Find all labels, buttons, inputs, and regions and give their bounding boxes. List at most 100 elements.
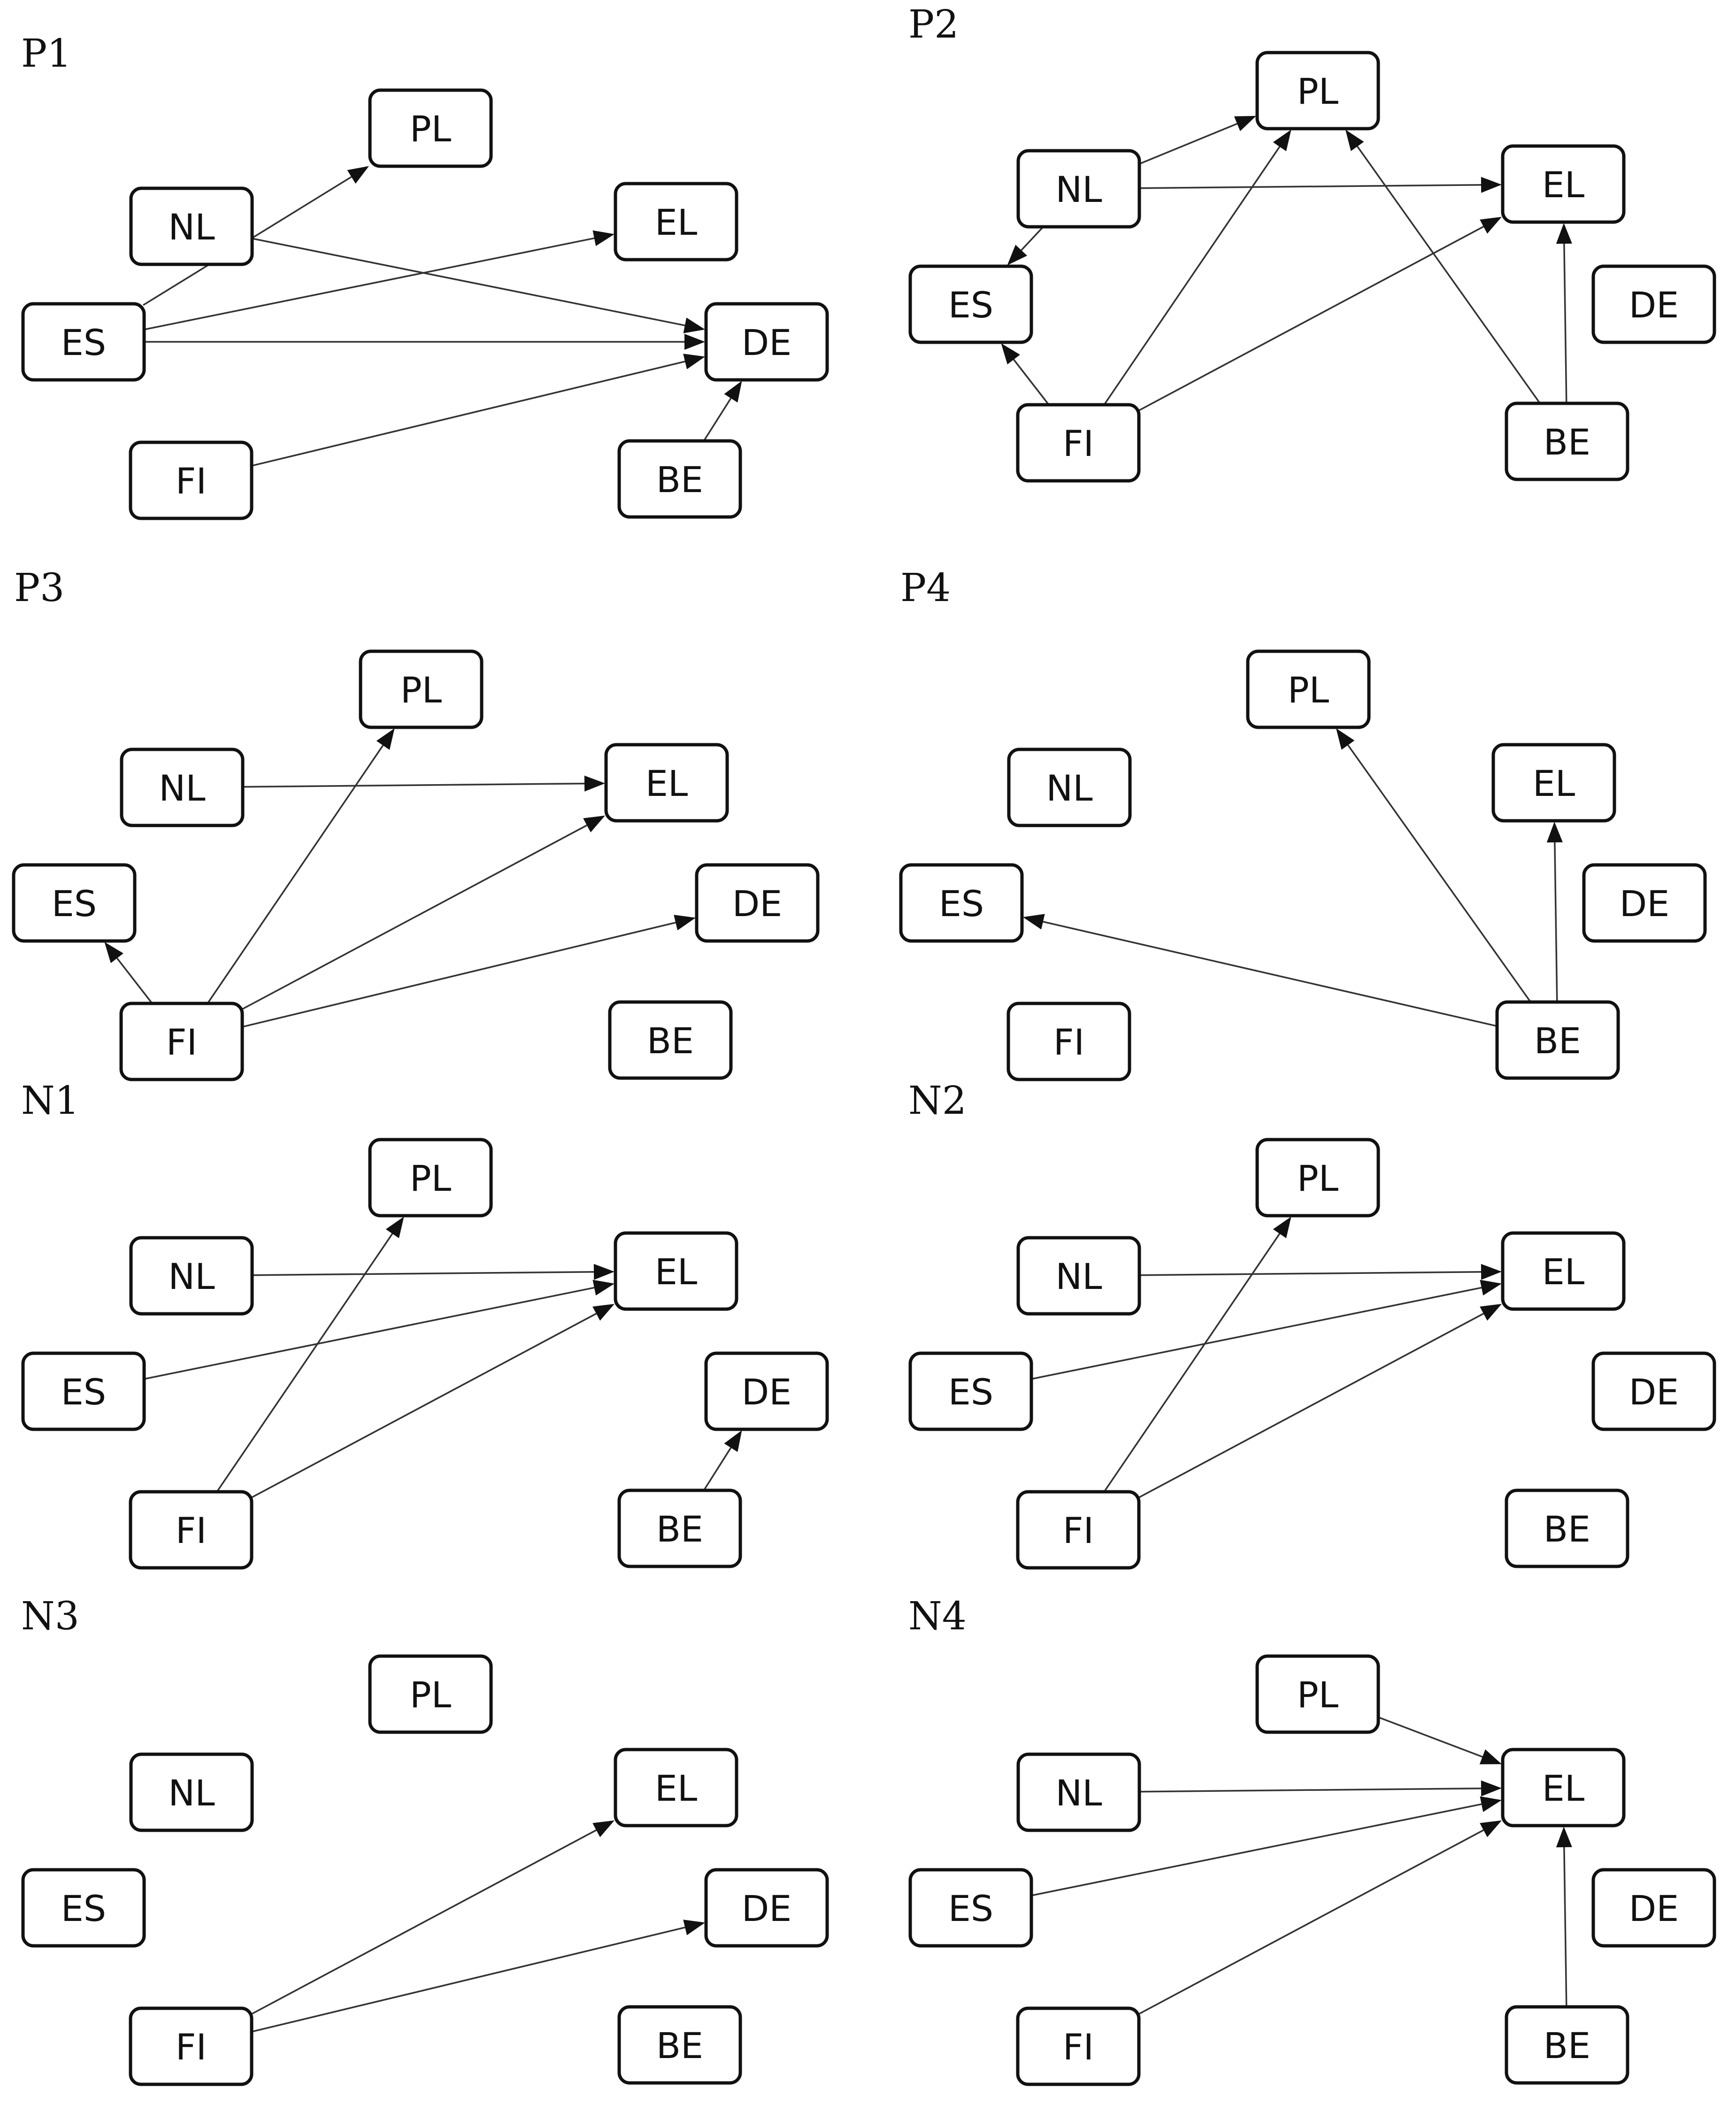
- node-box: [120, 748, 245, 827]
- edge-fi-to-pl: [206, 745, 384, 1005]
- node-label: PL: [410, 108, 451, 150]
- node-box: [604, 743, 729, 823]
- edge-be-to-pl: [1357, 146, 1542, 405]
- node-label: FI: [1063, 1510, 1094, 1551]
- node-el: EL: [1491, 743, 1616, 823]
- node-box: [614, 182, 738, 262]
- node-nl: NL: [129, 186, 254, 266]
- node-el: EL: [1501, 1748, 1626, 1827]
- node-box: [695, 863, 820, 943]
- node-box: [1255, 51, 1380, 131]
- node-label: NL: [159, 767, 205, 809]
- node-box: [1501, 1231, 1626, 1311]
- node-label: DE: [1629, 1371, 1679, 1413]
- edge-be-to-el: [1563, 243, 1567, 405]
- node-be: BE: [617, 1488, 742, 1568]
- node-box: [21, 1868, 146, 1948]
- edge-es-to-el-arrowhead: [1480, 1796, 1502, 1812]
- node-box: [1016, 149, 1141, 229]
- edge-be-to-el: [1554, 842, 1558, 1003]
- node-label: EL: [1542, 164, 1584, 206]
- node-box: [1582, 863, 1707, 943]
- node-label: PL: [410, 1674, 451, 1716]
- node-be: BE: [1505, 2005, 1629, 2085]
- node-label: FI: [176, 460, 207, 502]
- node-fi: FI: [129, 2006, 253, 2086]
- node-pl: PL: [359, 649, 484, 729]
- edge-fi-to-el: [241, 825, 588, 1010]
- node-box: [129, 1236, 254, 1316]
- edge-fi-to-el: [250, 1829, 597, 2015]
- node-box: [1591, 1351, 1716, 1431]
- node-pl: PL: [1246, 649, 1371, 729]
- edge-es-to-de-arrowhead: [684, 334, 705, 350]
- node-be: BE: [1505, 1488, 1629, 1568]
- edges: [1001, 116, 1572, 412]
- node-label: ES: [61, 322, 106, 363]
- node-box: [617, 439, 742, 519]
- node-box: [617, 2005, 742, 2085]
- edge-fi-to-el: [1137, 1313, 1484, 1499]
- edge-fi-to-de-arrowhead: [683, 1920, 705, 1935]
- node-de: DE: [1591, 264, 1716, 344]
- node-box: [1007, 748, 1132, 827]
- node-de: DE: [704, 1351, 829, 1431]
- edge-fi-to-el-arrowhead: [592, 1303, 615, 1321]
- node-box: [1505, 1488, 1629, 1568]
- edges: [1030, 1716, 1572, 2015]
- edge-fi-to-pl-arrowhead: [385, 1217, 404, 1238]
- node-label: FI: [1063, 423, 1094, 464]
- node-be: BE: [608, 1000, 733, 1080]
- node-label: BE: [656, 459, 703, 501]
- node-box: [129, 440, 253, 520]
- panel-label: P3: [14, 566, 64, 610]
- node-fi: FI: [129, 1490, 253, 1570]
- node-label: EL: [655, 201, 697, 243]
- edge-nl-to-el-arrowhead: [584, 775, 605, 792]
- edge-es-to-el: [1030, 1287, 1482, 1380]
- panel-label: P4: [900, 566, 951, 610]
- edge-fi-to-pl-arrowhead: [1273, 130, 1291, 151]
- edge-fi-to-es-arrowhead: [104, 942, 123, 964]
- node-box: [359, 649, 484, 729]
- edge-nl-to-es-arrowhead: [1007, 245, 1028, 265]
- node-label: PL: [1288, 669, 1329, 711]
- edge-be-to-el-arrowhead: [1556, 1827, 1572, 1848]
- node-be: BE: [617, 439, 742, 519]
- node-es: ES: [908, 1868, 1033, 1948]
- node-pl: PL: [368, 1138, 493, 1218]
- edges: [250, 1820, 705, 2033]
- node-box: [368, 1138, 493, 1218]
- node-label: BE: [1544, 2025, 1590, 2066]
- node-box: [1016, 403, 1141, 483]
- edge-be-to-de-arrowhead: [724, 1430, 742, 1452]
- edge-nl-to-pl: [1138, 123, 1237, 165]
- edge-fi-to-pl: [1103, 146, 1281, 406]
- node-label: EL: [645, 763, 688, 804]
- node-de: DE: [1591, 1868, 1716, 1948]
- edge-fi-to-el-arrowhead: [1480, 1303, 1502, 1321]
- panel-label: N2: [908, 1079, 967, 1123]
- node-el: EL: [1501, 144, 1626, 224]
- node-label: EL: [655, 1251, 697, 1293]
- edges: [143, 1217, 742, 1499]
- edge-be-to-de: [702, 398, 732, 442]
- edge-be-to-pl-arrowhead: [1345, 130, 1364, 151]
- node-box: [614, 1748, 738, 1827]
- node-label: ES: [52, 883, 97, 925]
- node-box: [119, 1002, 244, 1081]
- node-label: NL: [168, 1772, 215, 1814]
- node-el: EL: [614, 1231, 738, 1311]
- node-label: BE: [1534, 1020, 1581, 1062]
- node-label: DE: [1620, 883, 1670, 925]
- edge-be-to-de: [702, 1447, 732, 1492]
- edge-fi-to-de: [250, 1927, 685, 2033]
- node-box: [1016, 2006, 1141, 2086]
- edge-nl-to-el: [1138, 184, 1482, 189]
- node-label: PL: [410, 1157, 451, 1199]
- panel-label: N3: [21, 1594, 79, 1639]
